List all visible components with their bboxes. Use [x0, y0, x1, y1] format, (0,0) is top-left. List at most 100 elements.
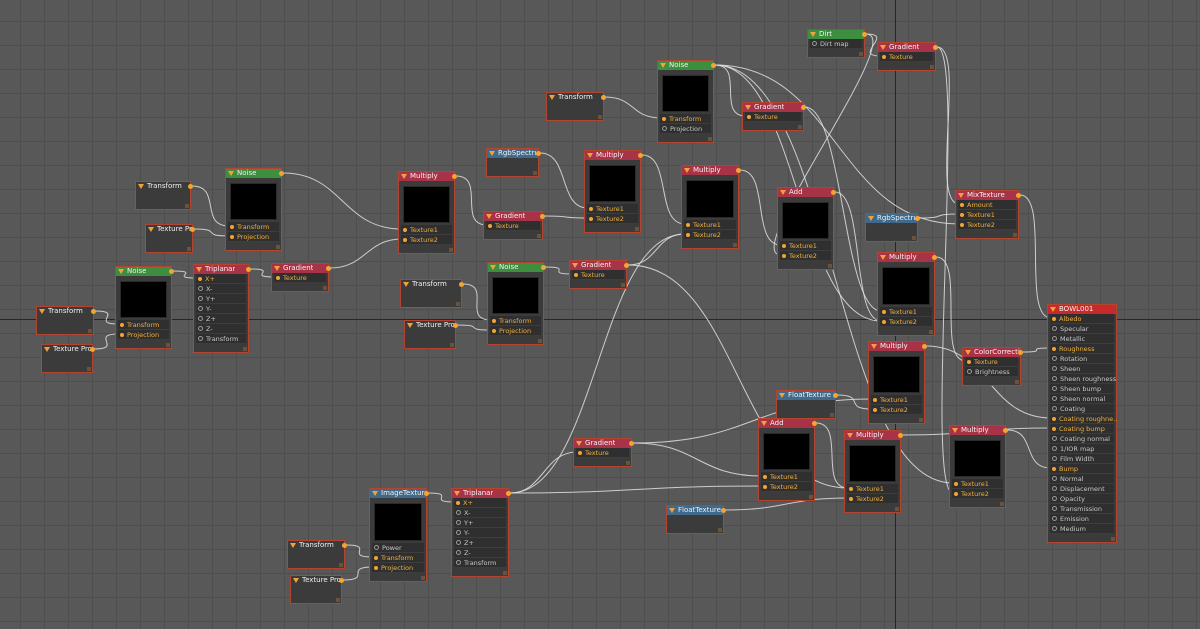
triangle-down-icon[interactable] — [871, 344, 877, 349]
input-port-icon[interactable] — [873, 397, 877, 402]
input-port-icon[interactable] — [763, 484, 767, 489]
output-port-icon[interactable] — [506, 491, 511, 496]
input-port-icon[interactable] — [662, 116, 666, 121]
resize-grip-icon[interactable] — [929, 330, 933, 334]
node-header[interactable]: Triplanar — [194, 265, 251, 274]
node-floattexture-a[interactable]: FloatTexture — [776, 390, 838, 419]
input-port-icon[interactable] — [456, 520, 461, 525]
output-port-icon[interactable] — [711, 63, 716, 68]
triangle-down-icon[interactable] — [669, 508, 675, 513]
port-bump[interactable]: Bump — [1050, 464, 1114, 474]
input-port-icon[interactable] — [1052, 446, 1057, 451]
output-port-icon[interactable] — [812, 421, 817, 426]
node-header[interactable]: FloatTexture — [777, 391, 838, 400]
triangle-down-icon[interactable] — [880, 255, 886, 260]
triangle-down-icon[interactable] — [228, 171, 234, 176]
wire-rgbspectrum-a-to-multiply-b[interactable] — [539, 152, 589, 209]
port-opacity[interactable]: Opacity — [1050, 494, 1114, 504]
triangle-down-icon[interactable] — [958, 193, 964, 198]
wire-multiply-g-to-bowl001[interactable] — [1006, 429, 1052, 469]
wire-multiply-c-to-add-a[interactable] — [739, 169, 782, 246]
resize-grip-icon[interactable] — [919, 418, 923, 422]
port-texture2[interactable]: Texture2 — [958, 220, 1016, 230]
input-port-icon[interactable] — [230, 224, 234, 229]
output-port-icon[interactable] — [922, 344, 927, 349]
wire-floattexture-a-to-multiply-e[interactable] — [836, 394, 873, 410]
triangle-down-icon[interactable] — [684, 168, 690, 173]
node-header[interactable]: BOWL001 — [1048, 305, 1116, 314]
input-port-icon[interactable] — [198, 286, 203, 291]
port-projection[interactable]: Projection — [228, 232, 279, 242]
triangle-down-icon[interactable] — [118, 269, 124, 274]
resize-grip-icon[interactable] — [912, 236, 916, 240]
resize-grip-icon[interactable] — [88, 329, 92, 333]
input-port-icon[interactable] — [782, 243, 786, 248]
port-sheen-normal[interactable]: Sheen normal — [1050, 394, 1114, 404]
port-transform[interactable]: Transform — [118, 320, 169, 330]
input-port-icon[interactable] — [1052, 316, 1056, 321]
node-header[interactable]: ColorCorrection — [963, 348, 1023, 357]
input-port-icon[interactable] — [456, 500, 460, 505]
input-port-icon[interactable] — [1052, 416, 1056, 421]
input-port-icon[interactable] — [1052, 356, 1057, 361]
input-port-icon[interactable] — [198, 296, 203, 301]
input-port-icon[interactable] — [1052, 436, 1057, 441]
triangle-down-icon[interactable] — [779, 393, 785, 398]
input-port-icon[interactable] — [403, 227, 407, 232]
node-header[interactable]: Noise — [658, 61, 716, 70]
triangle-down-icon[interactable] — [274, 266, 280, 271]
resize-grip-icon[interactable] — [1000, 502, 1004, 506]
wire-gradient-b-to-multiply-b[interactable] — [543, 215, 589, 219]
port-transmission[interactable]: Transmission — [1050, 504, 1114, 514]
output-port-icon[interactable] — [833, 393, 838, 398]
resize-grip-icon[interactable] — [166, 343, 170, 347]
resize-grip-icon[interactable] — [87, 367, 91, 371]
port-texture1[interactable]: Texture1 — [401, 225, 452, 235]
input-port-icon[interactable] — [198, 306, 203, 311]
output-port-icon[interactable] — [1003, 428, 1008, 433]
node-texpro-e[interactable]: Texture Pro — [290, 575, 344, 604]
port-texture2[interactable]: Texture2 — [847, 494, 898, 504]
resize-grip-icon[interactable] — [185, 204, 189, 208]
input-port-icon[interactable] — [1052, 476, 1057, 481]
port-z[interactable]: Z- — [454, 548, 506, 558]
resize-grip-icon[interactable] — [635, 227, 639, 231]
input-port-icon[interactable] — [882, 319, 886, 324]
triangle-down-icon[interactable] — [868, 216, 874, 221]
port-emission[interactable]: Emission — [1050, 514, 1114, 524]
port-coating-roughne[interactable]: Coating roughne.. — [1050, 414, 1117, 424]
port-medium[interactable]: Medium — [1050, 524, 1114, 534]
wire-gradient-e-to-mixtexture[interactable] — [936, 46, 960, 205]
node-transform-e[interactable]: Transform — [287, 540, 347, 569]
triangle-down-icon[interactable] — [572, 263, 578, 268]
input-port-icon[interactable] — [1052, 386, 1057, 391]
input-port-icon[interactable] — [198, 276, 202, 281]
node-transform-c[interactable]: Transform — [400, 279, 464, 308]
port-transform[interactable]: Transform — [196, 334, 246, 344]
node-header[interactable]: Multiply — [869, 342, 927, 351]
port-x[interactable]: X+ — [454, 498, 506, 508]
triangle-down-icon[interactable] — [372, 491, 378, 496]
input-port-icon[interactable] — [686, 232, 690, 237]
node-header[interactable]: Multiply — [682, 166, 741, 175]
input-port-icon[interactable] — [1052, 346, 1056, 351]
input-port-icon[interactable] — [574, 272, 578, 277]
port-texture[interactable]: Texture — [745, 112, 801, 122]
wire-gradient-c-to-multiply-c[interactable] — [627, 233, 686, 266]
input-port-icon[interactable] — [960, 202, 964, 207]
port-z[interactable]: Z+ — [196, 314, 246, 324]
node-transform-d[interactable]: Transform — [546, 92, 606, 121]
triangle-down-icon[interactable] — [780, 190, 786, 195]
input-port-icon[interactable] — [1052, 336, 1057, 341]
port-projection[interactable]: Projection — [372, 563, 424, 573]
port-texture[interactable]: Texture — [965, 357, 1018, 367]
triangle-down-icon[interactable] — [401, 174, 407, 179]
input-port-icon[interactable] — [747, 114, 751, 119]
input-port-icon[interactable] — [849, 486, 853, 491]
input-port-icon[interactable] — [954, 491, 958, 496]
input-port-icon[interactable] — [1052, 526, 1057, 531]
